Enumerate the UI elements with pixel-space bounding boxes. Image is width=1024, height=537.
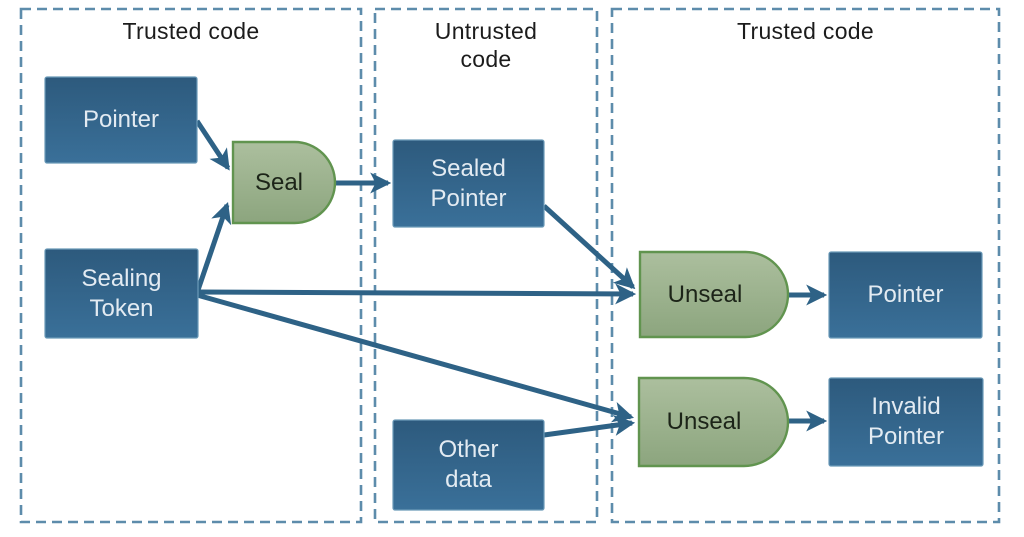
- node-sealing-token-box: [44, 248, 199, 339]
- node-sealed-pointer-box: [392, 139, 545, 228]
- unseal-bottom-gate-shape: [637, 376, 790, 468]
- node-pointer-left-box: [44, 76, 198, 164]
- arrow-token-to-unseal-top: [196, 283, 637, 305]
- unseal-top-gate-shape: [638, 250, 790, 339]
- region-trusted-left: [19, 7, 363, 524]
- arrow-sealed-pointer-to-unseal-top: [542, 204, 636, 290]
- node-other-data-box: [392, 419, 545, 511]
- node-pointer-right-box: [828, 251, 983, 339]
- arrow-token-to-unseal-bottom: [196, 292, 635, 423]
- seal-gate-shape: [231, 140, 337, 225]
- node-invalid-pointer-box: [828, 377, 984, 467]
- arrow-other-data-to-unseal-bottom: [543, 415, 636, 438]
- arrow-token-to-seal: [194, 202, 232, 294]
- arrow-pointer-to-seal: [194, 119, 231, 171]
